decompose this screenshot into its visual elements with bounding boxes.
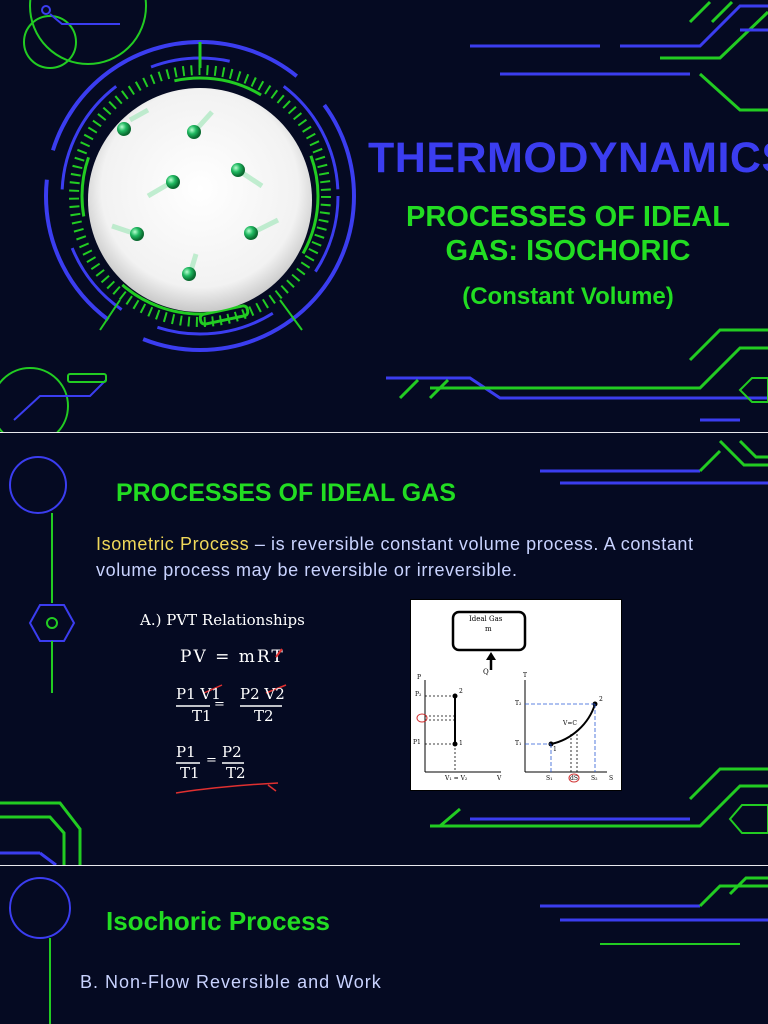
ts-t1: T₁: [515, 740, 522, 747]
eq3-left-denominator: T1: [180, 764, 200, 782]
ts-curve-label: V=C: [563, 720, 577, 727]
eq2-left-denominator: T1: [192, 707, 212, 725]
pv-p2: P₂: [415, 691, 422, 698]
ts-axis-y: T: [523, 672, 528, 679]
isochoric-slide: Isochoric Process B. Non-Flow Reversible…: [0, 866, 768, 1024]
ts-t2: T₂: [515, 700, 522, 707]
pv-p1: P1: [413, 739, 421, 746]
slide-subtitle: PROCESSES OF IDEAL GAS: ISOCHORIC: [406, 201, 730, 267]
equation-ideal-gas: PV = mRT: [180, 647, 285, 667]
handwritten-marks: [175, 648, 287, 794]
eq2-equals: =: [214, 697, 225, 712]
slide-divider: [0, 865, 768, 866]
slide-divider: [0, 432, 768, 433]
eq3-left-numerator: P1: [176, 743, 196, 761]
pv-x-label: V₁ = V₂: [445, 775, 468, 782]
section-heading: Isochoric Process: [106, 906, 330, 936]
definition-paragraph: Isometric Process – is reversible consta…: [96, 531, 696, 583]
slide-subtitle-note: (Constant Volume): [462, 283, 674, 310]
pv-axis-x: V: [497, 775, 502, 782]
eq3-right-numerator: P2: [222, 743, 242, 761]
box-mass: m: [485, 625, 492, 633]
circuit-decoration: [0, 0, 768, 432]
ts-axis-x: S: [609, 775, 614, 782]
pv-axis-y: P: [417, 674, 422, 681]
section-subheading: B. Non-Flow Reversible and Work: [80, 972, 382, 992]
title-slide: THERMODYNAMICS: PROCESSES OF IDEAL GAS: …: [0, 0, 768, 432]
eq2-right-numerator: P2 V2: [240, 685, 285, 703]
ts-point-2: 2: [599, 696, 603, 703]
ts-s1: S₁: [546, 775, 553, 782]
pvt-label: A.) PVT Relationships: [140, 611, 305, 629]
circuit-decoration: [0, 439, 768, 865]
slide-title: THERMODYNAMICS:: [368, 134, 768, 182]
eq3-right-denominator: T2: [226, 764, 246, 782]
box-label: Ideal Gas: [469, 615, 503, 623]
pv-point-1: 1: [459, 740, 463, 747]
eq2-right-denominator: T2: [254, 707, 274, 725]
ts-point-1: 1: [553, 746, 557, 753]
definition-text: – is reversible constant volume process.…: [96, 534, 694, 580]
circuit-decoration: [9, 876, 768, 1024]
pv-point-2: 2: [459, 688, 463, 695]
eq2-left-numerator: P1 V1: [176, 685, 221, 703]
pv-ts-diagram: Ideal Gas m Q P P₂ P1 2 1 V₁ = V₂ V T T₂…: [410, 599, 622, 791]
section-heading: PROCESSES OF IDEAL GAS: [116, 479, 456, 507]
ts-ds: dS: [570, 775, 578, 782]
processes-slide: PROCESSES OF IDEAL GAS Isometric Process…: [0, 433, 768, 865]
heat-label: Q: [483, 668, 489, 676]
term: Isometric Process: [96, 534, 250, 554]
eq3-equals: =: [206, 753, 217, 768]
ts-s2: S₂: [591, 775, 598, 782]
diagram-drawing: [416, 610, 607, 783]
